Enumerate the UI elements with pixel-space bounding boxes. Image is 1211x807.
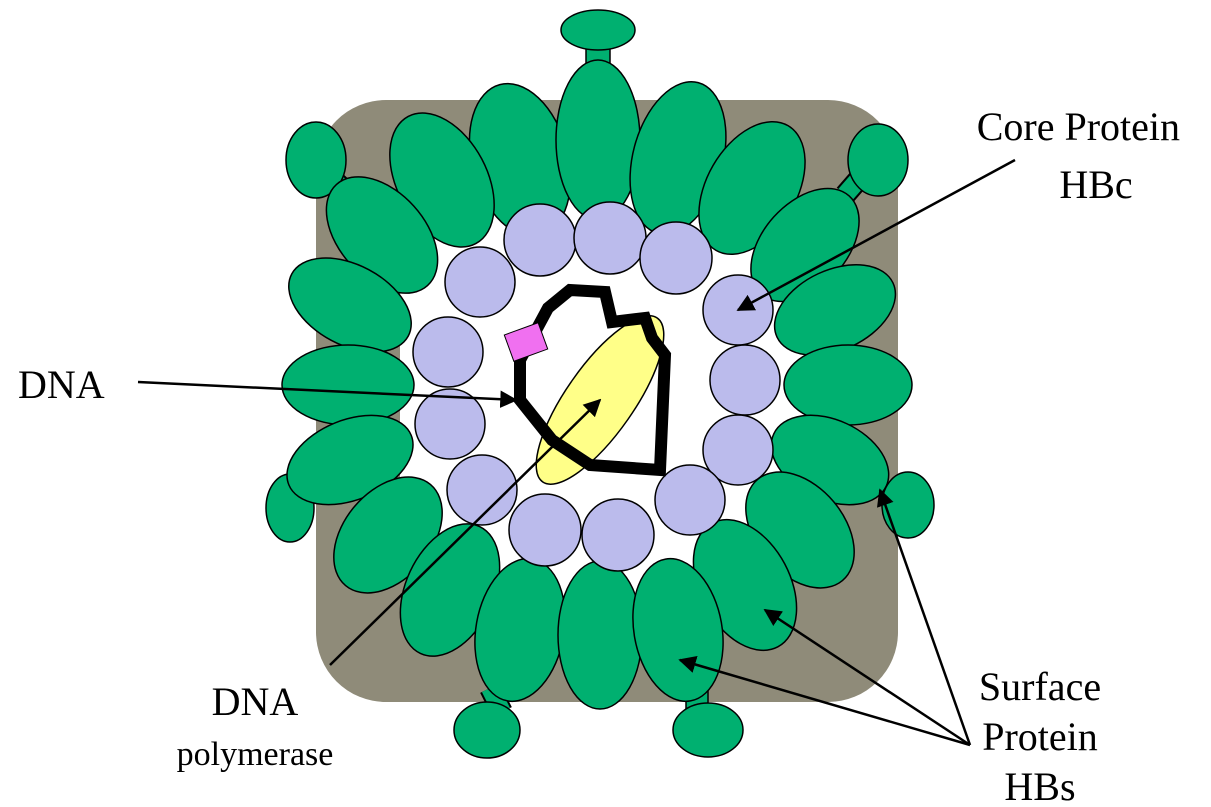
hbc-label: HBc	[1059, 162, 1132, 207]
surface-label-1: Surface	[979, 664, 1101, 709]
dna-polymerase-label-2: polymerase	[177, 736, 334, 773]
dna-polymerase-label-1: DNA	[212, 679, 299, 724]
dna-label: DNA	[18, 362, 105, 407]
core-protein-label: Core Protein	[977, 104, 1180, 149]
spike-right	[882, 472, 934, 538]
hbs-label: HBs	[1004, 764, 1075, 807]
surface-label-2: Protein	[982, 714, 1098, 759]
